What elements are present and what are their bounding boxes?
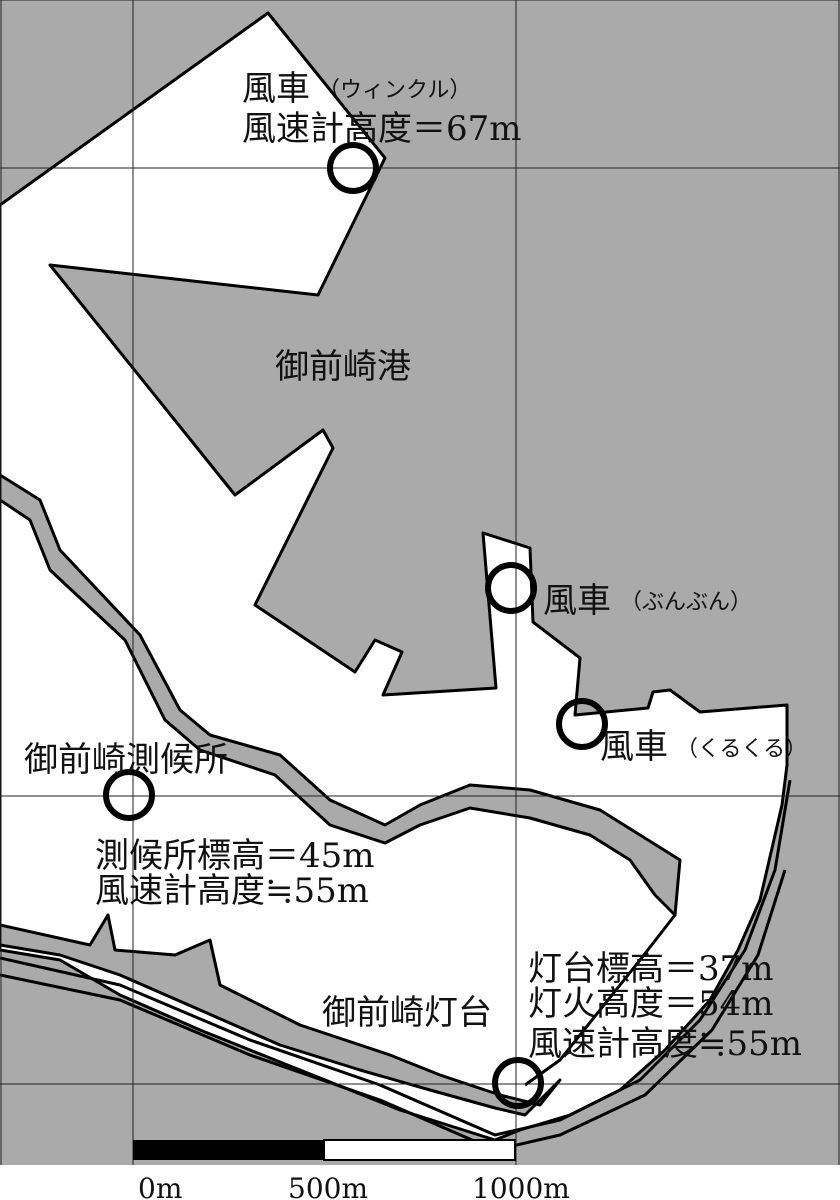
elevation-band-north <box>0 473 682 917</box>
coast-road-inner <box>0 869 787 1152</box>
windmill-kurukuru-name: 風車 <box>600 727 668 767</box>
lighthouse-anemometer: 風速計高度≒55m <box>528 1024 802 1064</box>
station-elevation: 測候所標高＝45m <box>95 836 375 876</box>
scale-tick-0: 0m <box>138 1172 182 1200</box>
map-grid <box>0 0 840 1165</box>
windmill-kurukuru-marker <box>556 698 608 750</box>
windmill-kurukuru-sub: （くるくる） <box>676 737 807 762</box>
elevation-band-south <box>0 913 562 1117</box>
windmill-winkle-anemometer: 風速計高度＝67m <box>242 109 522 149</box>
weather-station-marker <box>103 769 155 821</box>
windmill-winkle-sub: （ウィンクル） <box>318 78 471 103</box>
scale-tick-1000: 1000m <box>472 1172 570 1200</box>
lower-margin <box>0 1165 840 1200</box>
windmill-bunbun-name: 風車 <box>543 581 611 621</box>
scale-bar-black-segment <box>133 1140 324 1160</box>
lighthouse-marker <box>492 1057 544 1109</box>
harbor-label: 御前崎港 <box>275 347 411 387</box>
plateau-contour <box>524 914 677 1087</box>
station-anemometer: 風速計高度≒55m <box>95 871 369 911</box>
scale-tick-500: 500m <box>288 1172 368 1200</box>
windmill-winkle-marker <box>327 142 379 194</box>
coast-road-outer <box>0 779 792 1137</box>
windmill-bunbun-sub: （ぶんぶん） <box>620 590 752 615</box>
station-name: 御前崎測候所 <box>24 740 228 780</box>
scale-bar: 0m 500m 1000m <box>133 1139 570 1200</box>
lighthouse-light-height: 灯火高度＝54m <box>528 984 774 1024</box>
windmill-bunbun-marker <box>485 562 537 614</box>
scale-bar-white-segment <box>323 1139 516 1161</box>
land-area <box>0 11 789 1142</box>
windmill-winkle-name: 風車 <box>242 69 310 109</box>
lighthouse-elevation: 灯台標高＝37m <box>528 949 774 989</box>
lighthouse-name: 御前崎灯台 <box>322 993 492 1033</box>
